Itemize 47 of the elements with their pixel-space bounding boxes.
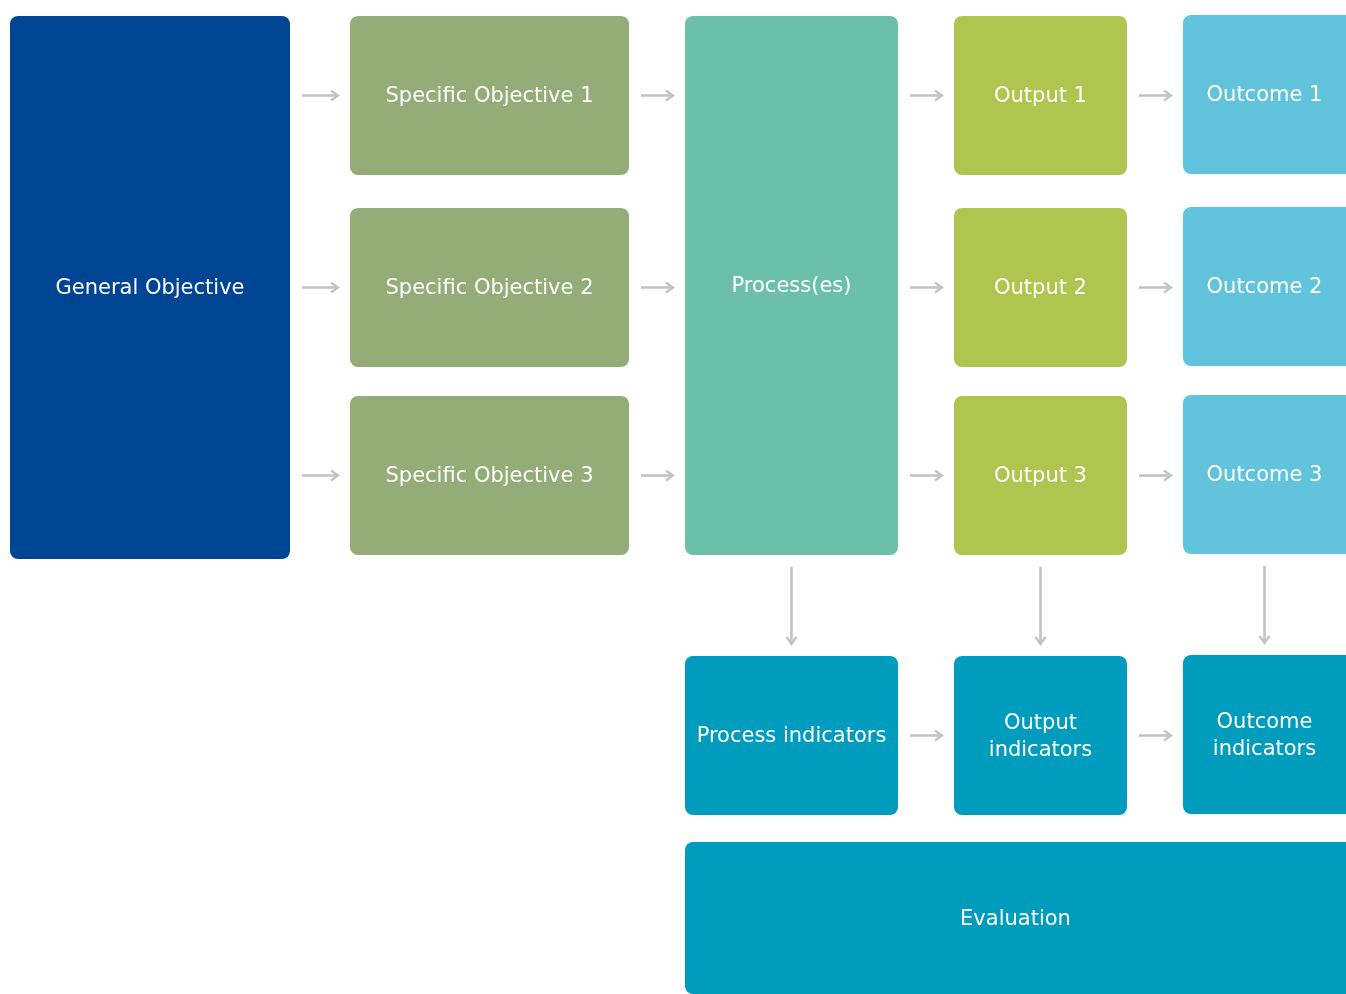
box-label: Output 1 (994, 82, 1087, 109)
box-label: Output 3 (994, 462, 1087, 489)
output-box (954, 396, 1127, 555)
arrow (1139, 89, 1173, 102)
outcome-box (1183, 395, 1346, 554)
output-box (954, 16, 1127, 175)
box-label: General Objective (55, 274, 245, 301)
box-label: Process(es) (731, 272, 852, 299)
arrow (910, 729, 944, 742)
arrow (1139, 729, 1173, 742)
indicator-box (1183, 655, 1346, 814)
box-label: Specific Objective 1 (385, 82, 594, 109)
box-label: Outcome indicators (1211, 708, 1318, 761)
box-label: Output 2 (994, 274, 1087, 301)
arrow (302, 281, 340, 294)
arrow (910, 469, 944, 482)
arrow (1139, 281, 1173, 294)
arrow (302, 469, 340, 482)
arrow (641, 281, 675, 294)
box-label: Process indicators (696, 722, 887, 749)
arrow (910, 89, 944, 102)
arrow (302, 89, 340, 102)
box-label: Outcome 3 (1206, 461, 1323, 488)
arrow (641, 469, 675, 482)
arrow (641, 89, 675, 102)
arrow (1034, 567, 1047, 646)
box-label: Evaluation (960, 904, 1071, 932)
outcome-box (1183, 207, 1346, 366)
box-label: Outcome 2 (1206, 273, 1323, 300)
indicator-box (954, 656, 1127, 815)
objective-box (10, 16, 290, 559)
objective-box (350, 16, 629, 175)
arrow (1258, 566, 1271, 645)
outcome-box (1183, 15, 1346, 174)
box-label: Output indicators (987, 709, 1094, 762)
process-box (685, 16, 898, 555)
box-label: Outcome 1 (1206, 81, 1323, 108)
box-label: Specific Objective 3 (385, 462, 594, 489)
objective-box (350, 208, 629, 367)
box-label: Specific Objective 2 (385, 274, 594, 301)
evaluation-box (685, 842, 1346, 994)
objective-box (350, 396, 629, 555)
output-box (954, 208, 1127, 367)
indicator-box (685, 656, 898, 815)
arrow (910, 281, 944, 294)
arrow (1139, 469, 1173, 482)
arrow (785, 567, 798, 646)
